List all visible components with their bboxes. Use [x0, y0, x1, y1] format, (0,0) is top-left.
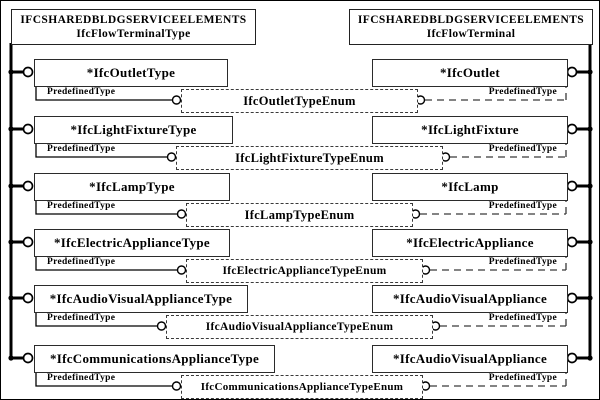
subtype-circle [566, 66, 578, 78]
subtype-circle [22, 180, 34, 192]
entity-left-3: *IfcLampType [34, 173, 230, 201]
attr-label-right-3: PredefinedType [488, 201, 557, 211]
attr-circle [171, 381, 182, 391]
attr-label-right-4: PredefinedType [488, 257, 557, 267]
entity-right-2: *IfcLightFixture [372, 116, 568, 144]
subtype-circle [566, 292, 578, 304]
schema-header-right: IFCSHAREDBLDGSERVICEELEMENTS IfcFlowTerm… [349, 9, 593, 45]
row-3-connectors [8, 180, 593, 219]
entity-left-5: *IfcAudioVisualApplianceType [34, 285, 248, 313]
row-6-connectors [8, 352, 593, 391]
attr-circle [176, 265, 187, 275]
attr-label-left-4: PredefinedType [47, 257, 116, 267]
row-1-connectors [8, 66, 593, 105]
row-4-connectors [8, 236, 593, 275]
attr-circle [176, 209, 187, 219]
entity-left-4: *IfcElectricApplianceType [34, 229, 230, 257]
row-5-connectors [8, 292, 593, 331]
attr-circle [166, 152, 177, 162]
entity-name: IfcFlowTerminalType [76, 28, 191, 40]
entity-right-4: *IfcElectricAppliance [372, 229, 568, 257]
subtype-circle [22, 236, 34, 248]
subtype-circle [22, 66, 34, 78]
attr-label-left-1: PredefinedType [47, 87, 116, 97]
subtype-circle [566, 352, 578, 364]
subtype-circle [566, 180, 578, 192]
enum-box-2: IfcLightFixtureTypeEnum [176, 146, 443, 170]
entity-right-1: *IfcOutlet [372, 59, 568, 87]
subtype-circle [566, 123, 578, 135]
enum-box-4: IfcElectricApplianceTypeEnum [186, 259, 423, 283]
subtype-circle [22, 123, 34, 135]
enum-box-3: IfcLampTypeEnum [186, 203, 413, 227]
attr-label-left-6: PredefinedType [47, 373, 116, 383]
attr-circle [156, 321, 167, 331]
schema-header-left: IFCSHAREDBLDGSERVICEELEMENTS IfcFlowTerm… [11, 9, 256, 45]
attr-label-left-5: PredefinedType [47, 313, 116, 323]
row-2-connectors [8, 123, 593, 162]
entity-right-5: *IfcAudioVisualAppliance [372, 285, 568, 313]
enum-box-1: IfcOutletTypeEnum [181, 89, 418, 113]
attr-label-left-3: PredefinedType [47, 201, 116, 211]
attr-label-right-5: PredefinedType [488, 313, 557, 323]
subtype-circle [22, 292, 34, 304]
schema-name: IFCSHAREDBLDGSERVICEELEMENTS [357, 14, 585, 26]
enum-box-6: IfcCommunicationsApplianceTypeEnum [181, 375, 423, 399]
subtype-circle [22, 352, 34, 364]
entity-right-3: *IfcLamp [372, 173, 568, 201]
subtype-circle [566, 236, 578, 248]
enum-box-5: IfcAudioVisualApplianceTypeEnum [166, 315, 433, 339]
entity-left-2: *IfcLightFixtureType [34, 116, 233, 144]
attr-label-right-6: PredefinedType [488, 373, 557, 383]
entity-left-1: *IfcOutletType [34, 59, 228, 87]
attr-label-right-2: PredefinedType [488, 144, 557, 154]
entity-right-6: *IfcAudioVisualAppliance [372, 345, 568, 373]
schema-name: IFCSHAREDBLDGSERVICEELEMENTS [20, 14, 247, 26]
entity-left-6: *IfcCommunicationsApplianceType [34, 345, 275, 373]
entity-name: IfcFlowTerminal [426, 28, 516, 40]
attr-label-left-2: PredefinedType [47, 144, 116, 154]
attr-circle [171, 95, 182, 105]
attr-label-right-1: PredefinedType [488, 87, 557, 97]
